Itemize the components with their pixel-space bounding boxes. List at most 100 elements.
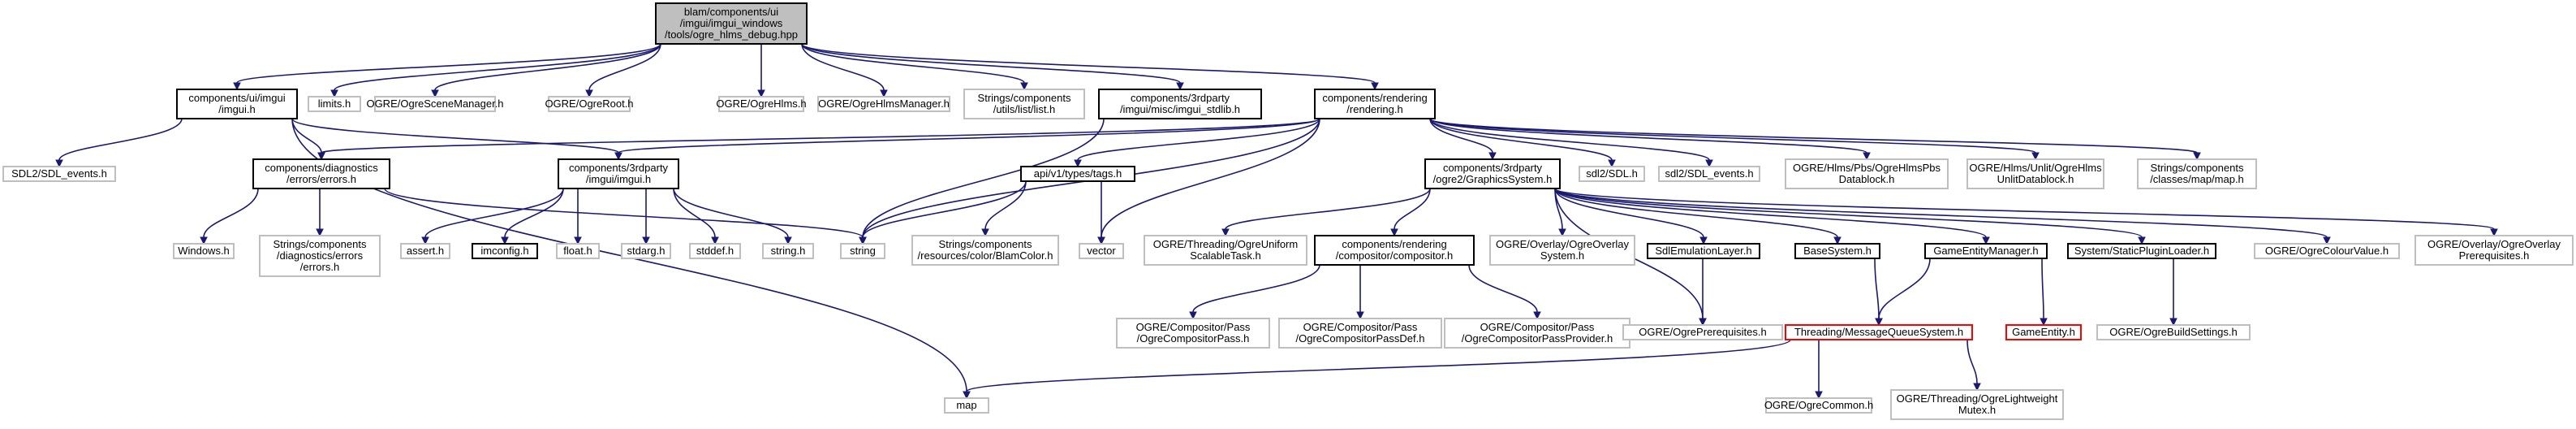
node-compositor[interactable]: components/rendering/compositor/composit… — [1314, 235, 1475, 266]
node-mq_system[interactable]: Threading/MessageQueueSystem.h — [1785, 324, 1973, 340]
node-label-graphics_system-line-0: components/3rdparty — [1443, 162, 1543, 174]
node-box-game_entity[interactable] — [2005, 324, 2082, 340]
edge-compositor-to-comp_pass — [1192, 264, 1320, 313]
node-label-ogre_scenemgr-line-0: OGRE/OgreSceneManager.h — [366, 98, 503, 110]
node-box-imgui_stdlib[interactable] — [1098, 89, 1262, 119]
node-label-imgui_h-line-0: components/3rdparty — [569, 162, 669, 174]
node-box-static_plugin[interactable] — [2067, 243, 2216, 259]
node-box-ogre_hlmsmgr — [817, 96, 950, 112]
node-label-api_tags-line-0: api/v1/types/tags.h — [1034, 167, 1122, 180]
edge-graphics_system-to-static_plugin — [1554, 188, 2143, 238]
edge-graphics_system-to-thread_task — [1225, 188, 1431, 230]
node-box-strings_map — [2137, 158, 2257, 189]
edge-rendering-to-vector — [1101, 118, 1320, 238]
node-box-rendering[interactable] — [1314, 89, 1436, 119]
edge-arrowhead-compositor-to-comp_passdef — [1356, 311, 1364, 320]
node-box-ogre_hlms — [718, 96, 804, 112]
edge-arrowhead-imgui_h-to-assert — [421, 236, 429, 245]
node-box-mq_system[interactable] — [1785, 324, 1973, 340]
node-box-stdarg — [621, 243, 671, 259]
node-box-graphics_system[interactable] — [1424, 158, 1561, 189]
edge-arrowhead-imgui_h-to-string_h — [784, 236, 792, 245]
nodes-layer: blam/components/ui/imgui/imgui_windows/t… — [2, 2, 2574, 420]
node-imgui_stdlib[interactable]: components/3rdparty/imgui/misc/imgui_std… — [1098, 89, 1262, 119]
node-rendering[interactable]: components/rendering/rendering.h — [1314, 89, 1436, 119]
node-box-sdl_emulation[interactable] — [1647, 243, 1760, 259]
edge-arrowhead-imgui_h-to-float — [574, 236, 582, 245]
node-box-windows — [173, 243, 235, 259]
node-static_plugin[interactable]: System/StaticPluginLoader.h — [2067, 243, 2216, 259]
node-box-hlms_pbs — [1785, 158, 1949, 189]
node-box-imgui_h[interactable] — [558, 158, 679, 189]
node-label-imconfig-line-0: imconfig.h — [480, 245, 528, 257]
node-label-comp_passdef-line-1: /OgreCompositorPassDef.h — [1296, 332, 1425, 344]
edge-arrowhead-graphics_system-to-overlay_system — [1558, 228, 1566, 237]
node-label-lw_mutex-line-1: Mutex.h — [1958, 404, 1996, 416]
node-base_system[interactable]: BaseSystem.h — [1794, 243, 1880, 259]
node-label-comp_pass-line-1: /OgreCompositorPass.h — [1137, 332, 1250, 344]
node-string: string — [840, 243, 885, 259]
edge-arrowhead-graphics_system-to-static_plugin — [2138, 236, 2146, 245]
node-api_tags[interactable]: api/v1/types/tags.h — [1020, 166, 1135, 182]
edge-root-to-limits — [334, 43, 661, 91]
node-sdl_emulation[interactable]: SdlEmulationLayer.h — [1647, 243, 1760, 259]
node-game_entity[interactable]: GameEntity.h — [2005, 324, 2082, 340]
node-box-api_tags[interactable] — [1020, 166, 1135, 182]
node-box-compositor[interactable] — [1314, 235, 1475, 266]
node-box-ui_imgui[interactable] — [176, 89, 298, 119]
edge-graphics_system-to-overlay_prereq — [1554, 188, 2495, 230]
node-strings_map: Strings/components/classes/map/map.h — [2137, 158, 2257, 189]
edge-arrowhead-mq_system-to-ogre_common — [1815, 391, 1823, 400]
node-stddef: stddef.h — [689, 243, 741, 259]
edge-arrowhead-root-to-ogre_hlmsmgr — [880, 89, 888, 98]
edge-api_tags-to-string — [862, 180, 1027, 238]
edge-imgui_h-to-imconfig — [504, 188, 564, 238]
node-graphics_system[interactable]: components/3rdparty/ogre2/GraphicsSystem… — [1424, 158, 1561, 189]
node-box-game_entity_mgr[interactable] — [1924, 243, 2048, 259]
node-label-diag_errors-line-0: components/diagnostics — [265, 162, 378, 174]
node-box-string_h — [762, 243, 814, 259]
node-box-vector — [1079, 243, 1124, 259]
node-label-thread_task-line-1: ScalableTask.h — [1190, 249, 1260, 262]
node-label-hlms_unlit-line-0: OGRE/Hlms/Unlit/OgreHlms — [1969, 162, 2102, 174]
node-label-ogre_common-line-0: OGRE/OgreCommon.h — [1764, 399, 1873, 411]
node-box-root[interactable] — [655, 2, 808, 45]
node-ogre_common: OGRE/OgreCommon.h — [1764, 397, 1873, 414]
node-box-sdl2_events_right — [1658, 166, 1760, 182]
node-imgui_h[interactable]: components/3rdparty/imgui/imgui.h — [558, 158, 679, 189]
node-diag_errors[interactable]: components/diagnostics/errors/errors.h — [252, 158, 390, 189]
edge-arrowhead-graphics_system-to-overlay_prereq — [2490, 228, 2498, 237]
node-label-windows-line-0: Windows.h — [178, 245, 230, 257]
node-box-imconfig[interactable] — [472, 243, 538, 259]
edge-arrowhead-game_entity_mgr-to-game_entity — [2040, 318, 2048, 327]
edge-graphics_system-to-colour_value — [1554, 188, 2328, 238]
edge-arrowhead-mq_system-to-lw_mutex — [1973, 383, 1981, 392]
node-limits: limits.h — [308, 96, 361, 112]
node-ui_imgui[interactable]: components/ui/imgui/imgui.h — [176, 89, 298, 119]
node-box-ogre_prereq — [1622, 324, 1783, 340]
node-label-float-line-0: float.h — [563, 245, 592, 257]
edge-root-to-ui_imgui — [236, 43, 661, 84]
edge-arrowhead-api_tags-to-vector — [1097, 236, 1105, 245]
edge-arrowhead-static_plugin-to-build_settings — [2169, 318, 2178, 327]
node-box-comp_pass — [1116, 318, 1270, 349]
node-box-diag_errors[interactable] — [252, 158, 390, 189]
node-sdl2_sdl: sdl2/SDL.h — [1579, 166, 1645, 182]
node-label-stdarg-line-0: stdarg.h — [627, 245, 666, 257]
edge-rendering-to-api_tags — [1077, 118, 1320, 161]
node-root[interactable]: blam/components/ui/imgui/imgui_windows/t… — [655, 2, 808, 45]
node-game_entity_mgr[interactable]: GameEntityManager.h — [1924, 243, 2048, 259]
node-label-game_entity_mgr-line-0: GameEntityManager.h — [1933, 245, 2038, 257]
edge-root-to-imgui_stdlib — [801, 43, 1181, 84]
node-string_h: string.h — [762, 243, 814, 259]
node-box-base_system[interactable] — [1794, 243, 1880, 259]
node-ogre_scenemgr: OGRE/OgreSceneManager.h — [366, 96, 504, 112]
node-box-map — [944, 397, 989, 414]
edge-compositor-to-comp_passprov — [1468, 264, 1538, 313]
node-imconfig[interactable]: imconfig.h — [472, 243, 538, 259]
node-box-ogre_common — [1765, 397, 1872, 414]
edge-game_entity_mgr-to-mq_system — [1878, 258, 1931, 319]
node-label-ogre_hlms-line-0: OGRE/OgreHlms.h — [716, 98, 806, 110]
node-box-strings_list — [963, 89, 1085, 119]
